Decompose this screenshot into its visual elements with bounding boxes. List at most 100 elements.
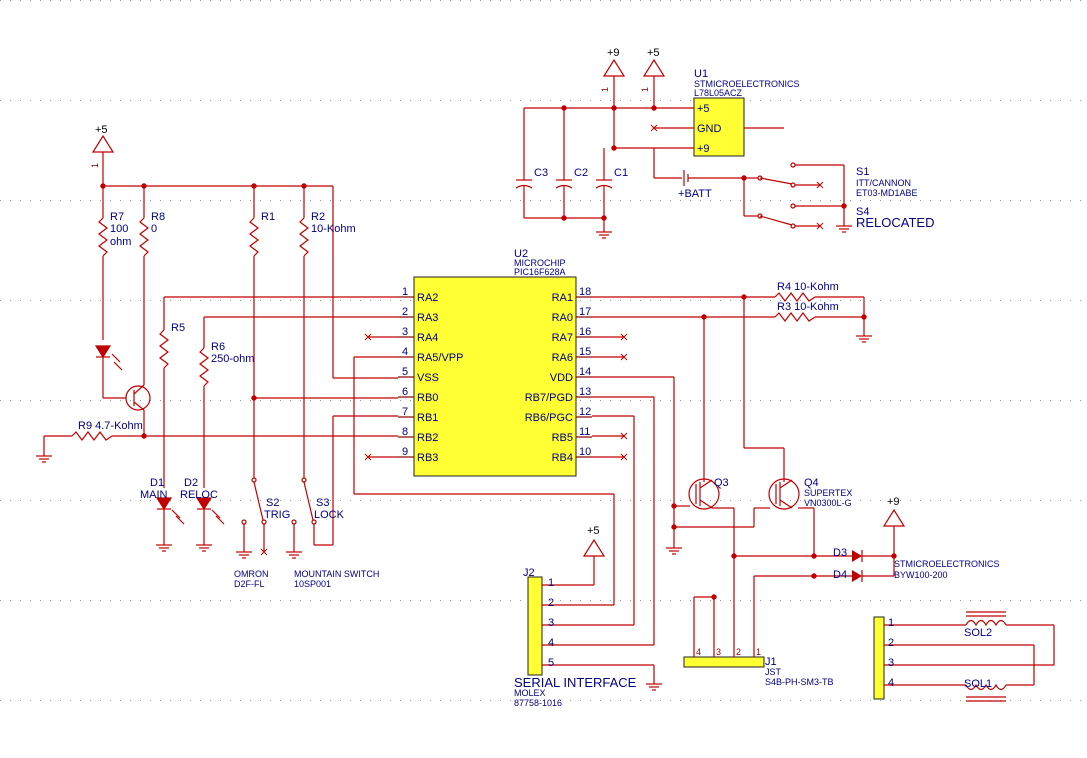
- s4-note: RELOCATED: [856, 215, 935, 230]
- u2-pin-number: 15: [579, 346, 591, 358]
- svg-text:SUPERTEX: SUPERTEX: [804, 488, 852, 498]
- svg-text:1: 1: [90, 163, 100, 168]
- svg-text:+5: +5: [587, 525, 600, 537]
- svg-text:100: 100: [110, 223, 128, 235]
- svg-text:1: 1: [888, 617, 894, 629]
- mosfets: Q3 Q4 SUPERTEX VN0300L-G: [666, 297, 852, 600]
- svg-text:R8: R8: [151, 211, 165, 223]
- svg-text:250-ohm: 250-ohm: [211, 353, 254, 365]
- u2-pin-number: 14: [579, 366, 591, 378]
- svg-text:MOUNTAIN SWITCH: MOUNTAIN SWITCH: [294, 569, 379, 579]
- u2-pin-number: 12: [579, 406, 591, 418]
- u2-pin-number: 13: [579, 386, 591, 398]
- svg-text:87758-1016: 87758-1016: [514, 698, 562, 708]
- svg-text:SOL2: SOL2: [964, 627, 992, 639]
- u2-pin-number: 16: [579, 326, 591, 338]
- svg-text:OMRON: OMRON: [234, 569, 269, 579]
- flyback-diodes: D3 D4 +9 STMICROELECTRONICS BYW100-200: [731, 496, 1000, 650]
- svg-text:VN0300L-G: VN0300L-G: [804, 498, 852, 508]
- svg-text:Q4: Q4: [804, 477, 819, 489]
- svg-text:4: 4: [548, 637, 554, 649]
- power-plus5-a-label: +5: [647, 47, 660, 59]
- svg-text:SOL1: SOL1: [964, 678, 992, 690]
- svg-text:MOLEX: MOLEX: [514, 688, 546, 698]
- r3-r4: R4 10-Kohm R3 10-Kohm: [774, 281, 872, 343]
- svg-text:R2: R2: [311, 211, 325, 223]
- svg-text:D4: D4: [833, 569, 847, 581]
- solenoid-connector: 1 2 3 4 SOL2 SOL1: [873, 611, 1055, 702]
- u2-pin-number: 17: [579, 306, 591, 318]
- u2-pin-number: 7: [402, 406, 408, 418]
- u2-pin-name: RB3: [417, 452, 438, 464]
- c3-label: C3: [534, 167, 548, 179]
- u2-pin-name: RA0: [552, 312, 573, 324]
- u2-pin-number: 6: [402, 386, 408, 398]
- u2-pin-name: RB6/PGC: [525, 412, 573, 424]
- left-section: +5 1 R7 100 ohm R8 0: [36, 124, 398, 589]
- svg-text:S3: S3: [316, 497, 329, 509]
- svg-text:10SP001: 10SP001: [294, 579, 331, 589]
- svg-text:R3 10-Kohm: R3 10-Kohm: [777, 301, 839, 313]
- svg-text:MICROCHIP: MICROCHIP: [514, 258, 566, 268]
- svg-text:0: 0: [151, 223, 157, 235]
- svg-text:R5: R5: [171, 322, 185, 334]
- svg-text:JST: JST: [765, 667, 782, 677]
- power-plus9-a-label: +9: [607, 47, 620, 59]
- svg-text:R1: R1: [261, 211, 275, 223]
- svg-text:+9: +9: [697, 143, 710, 155]
- svg-text:+5: +5: [697, 103, 710, 115]
- svg-text:+5: +5: [95, 124, 108, 136]
- power-plus9-a: [602, 58, 626, 77]
- svg-text:S4B-PH-SM3-TB: S4B-PH-SM3-TB: [765, 677, 834, 687]
- svg-text:1: 1: [756, 647, 761, 657]
- c2-label: C2: [574, 167, 588, 179]
- u2-pin-number: 18: [579, 286, 591, 298]
- svg-text:PIC16F628A: PIC16F628A: [514, 267, 566, 277]
- svg-text:1: 1: [600, 87, 610, 92]
- svg-text:ITT/CANNON: ITT/CANNON: [856, 178, 911, 188]
- u2-pin-number: 2: [402, 306, 408, 318]
- j1-connector: 4 3 2 1 J1 JST S4B-PH-SM3-TB: [683, 594, 834, 687]
- svg-text:R9 4.7-Kohm: R9 4.7-Kohm: [78, 420, 143, 432]
- u2-pin-name: RA6: [552, 352, 573, 364]
- svg-text:D1: D1: [150, 477, 164, 489]
- c1-label: C1: [614, 167, 628, 179]
- svg-text:5: 5: [548, 657, 554, 669]
- svg-text:MAIN: MAIN: [140, 489, 168, 501]
- u2-pin-name: RA4: [417, 332, 438, 344]
- svg-text:4: 4: [888, 677, 894, 689]
- u2-pin-name: RA3: [417, 312, 438, 324]
- u1-part: L78L05ACZ: [694, 88, 743, 98]
- u1-ref: U1: [694, 68, 708, 80]
- j2-connector: J2 +5 1 2 3 4 5 SERIAL INTERFACE MOLEX 8…: [514, 525, 662, 708]
- u2-pin-number: 1: [402, 286, 408, 298]
- power-plus5-b: [91, 134, 115, 153]
- svg-text:STMICROELECTRONICS: STMICROELECTRONICS: [894, 559, 1000, 569]
- svg-text:D2: D2: [184, 477, 198, 489]
- s1-ref: S1: [856, 166, 869, 178]
- svg-text:J2: J2: [523, 567, 535, 579]
- u2-pin-name: RB2: [417, 432, 438, 444]
- u2-pin-name: RB4: [552, 452, 573, 464]
- svg-text:J1: J1: [765, 656, 777, 668]
- u2-pin-number: 4: [402, 346, 408, 358]
- u2-pin-number: 10: [579, 446, 591, 458]
- svg-text:2: 2: [548, 597, 554, 609]
- u1-mfr: STMICROELECTRONICS: [694, 79, 800, 89]
- u2-body: [413, 276, 577, 477]
- u2-pin-number: 9: [402, 446, 408, 458]
- u2-pin-number: 5: [402, 366, 408, 378]
- svg-text:ohm: ohm: [110, 236, 131, 248]
- svg-text:1: 1: [640, 87, 650, 92]
- svg-text:D2F-FL: D2F-FL: [234, 579, 265, 589]
- u2-pin-number: 8: [402, 426, 408, 438]
- power-plus5-a: [642, 58, 666, 77]
- svg-text:R7: R7: [110, 211, 124, 223]
- u2-pin-name: VDD: [550, 372, 573, 384]
- svg-text:TRIG: TRIG: [264, 509, 290, 521]
- svg-text:R6: R6: [211, 341, 225, 353]
- u2-pin-name: RB5: [552, 432, 573, 444]
- u2-pin-name: VSS: [417, 372, 439, 384]
